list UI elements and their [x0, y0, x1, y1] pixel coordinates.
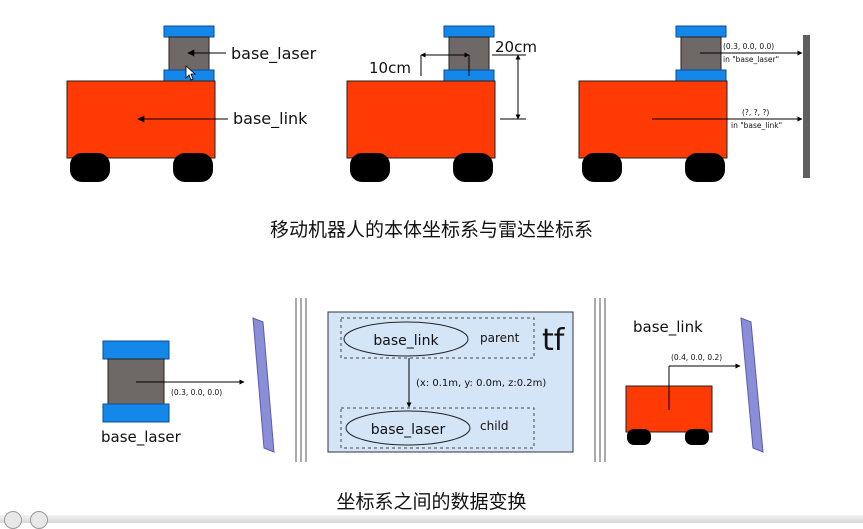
laser-reading-value: (0.3, 0.0, 0.0): [723, 42, 774, 51]
parent-role-label: parent: [480, 331, 520, 345]
link-measure-value: (0.4, 0.0, 0.2): [671, 353, 722, 362]
transform-label: (x: 0.1m, y: 0.0m, z:0.2m): [416, 378, 546, 389]
player-control-icon[interactable]: [30, 511, 48, 529]
laser-top-cap: [163, 25, 215, 38]
laser-top-cap: [443, 25, 495, 38]
robot-panel-1: base_laser base_link: [66, 25, 317, 182]
horizontal-offset-label: 10cm: [369, 59, 411, 77]
link-measurement-panel: base_link (0.4, 0.0, 0.2): [625, 317, 764, 453]
parent-group: [340, 317, 535, 359]
right-wheel: [685, 153, 725, 182]
parent-frame-node: [343, 321, 469, 357]
right-wheel: [685, 429, 709, 445]
mouse-cursor-icon: [185, 65, 197, 81]
target-plane: [740, 317, 764, 453]
link-frame-label: base_link: [633, 318, 703, 337]
left-wheel: [627, 429, 651, 445]
robot-panel-3: (0.3, 0.0, 0.0) in "base_laser" (?, ?, ?…: [578, 25, 810, 182]
link-reading-frame: in "base_link": [731, 121, 782, 130]
robot-body: [346, 80, 496, 159]
left-wheel: [70, 153, 110, 182]
tf-panel: tf base_link parent (x: 0.1m, y: 0.0m, z…: [327, 311, 574, 453]
child-role-label: child: [480, 419, 509, 433]
parent-frame-label: base_link: [373, 333, 439, 349]
link-label: base_link: [233, 109, 308, 129]
laser-measurement-panel: (0.3, 0.0, 0.0) base_laser: [101, 317, 275, 453]
left-wheel: [582, 153, 622, 182]
player-control-icon[interactable]: [4, 511, 22, 529]
target-plane: [252, 317, 275, 453]
laser-bottom-cap: [675, 69, 727, 82]
tf-title: tf: [542, 323, 566, 358]
right-separator: [594, 298, 606, 462]
video-player-strip: [0, 511, 863, 529]
right-wheel: [173, 153, 213, 182]
top-caption: 移动机器人的本体坐标系与雷达坐标系: [269, 219, 593, 241]
laser-frame-label: base_laser: [101, 428, 182, 447]
wall: [803, 35, 810, 178]
laser-label: base_laser: [231, 44, 317, 64]
vertical-offset-label: 20cm: [495, 38, 537, 56]
right-wheel: [453, 153, 493, 182]
laser-reading-frame: in "base_laser": [723, 55, 779, 64]
child-group: [340, 407, 535, 449]
laser-top-cap: [675, 25, 727, 38]
bottom-caption: 坐标系之间的数据变换: [336, 491, 527, 513]
child-frame-label: base_laser: [371, 422, 446, 438]
left-wheel: [350, 153, 390, 182]
child-frame-node: [345, 410, 471, 446]
laser-measure-value: (0.3, 0.0, 0.0): [171, 388, 222, 397]
robot-panel-2: 10cm 20cm: [346, 25, 537, 182]
laser-bottom-cap: [102, 403, 170, 423]
laser-top-cap: [102, 340, 170, 360]
left-separator: [295, 298, 307, 462]
link-reading-value: (?, ?, ?): [742, 108, 769, 117]
